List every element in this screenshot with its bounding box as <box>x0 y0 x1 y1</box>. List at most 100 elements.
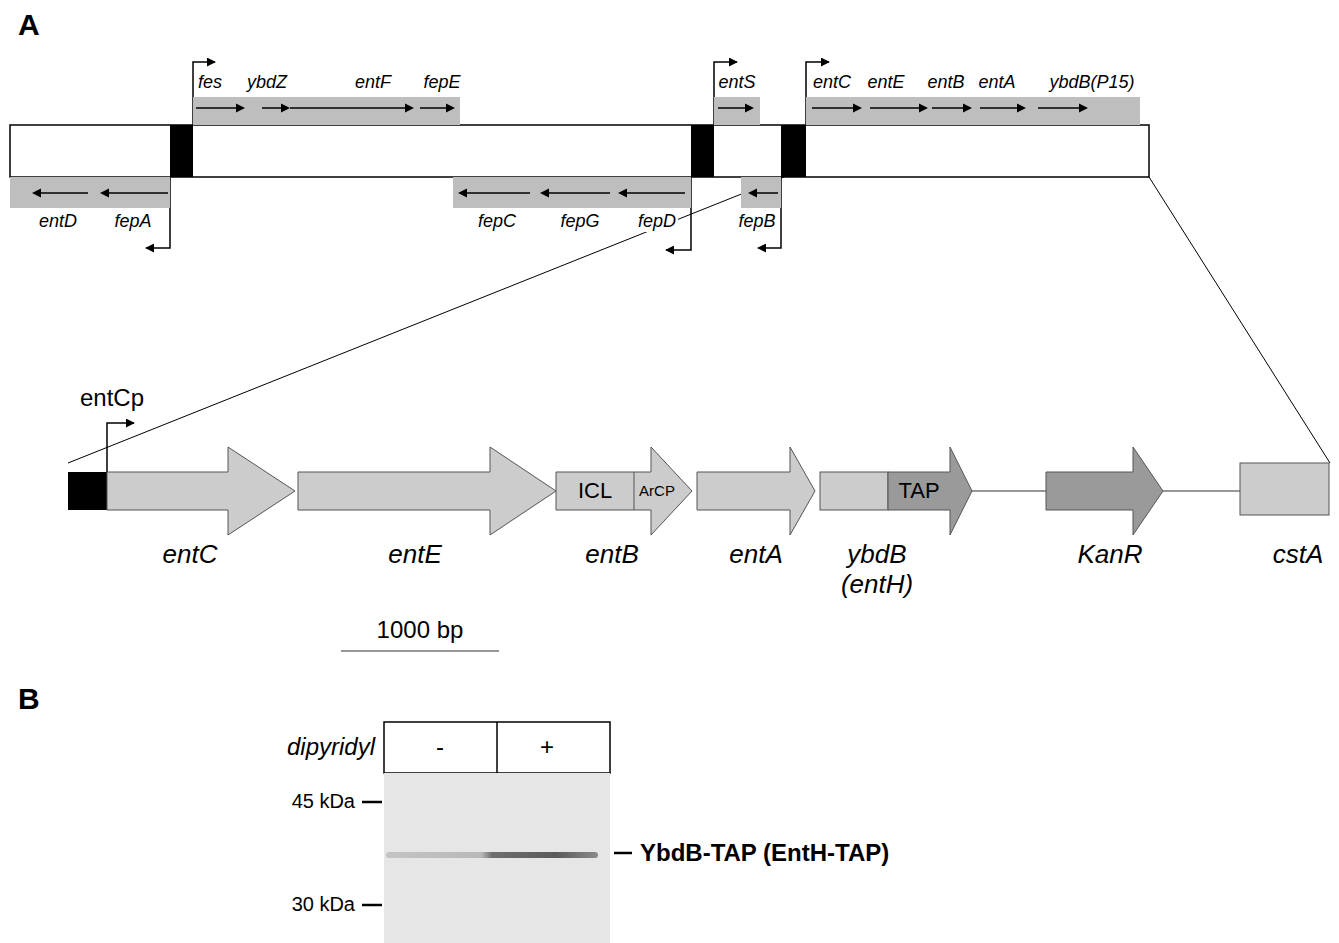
gene-name: entD <box>37 211 79 232</box>
gene-band-fill <box>806 97 1140 125</box>
lane-label: + <box>540 733 554 761</box>
condition-label: dipyridyl <box>287 733 375 761</box>
gene-arrow-shape <box>697 447 815 535</box>
gene-name: fepG <box>558 211 601 232</box>
gene-band: fesybdZentFfepE <box>193 70 468 125</box>
lane-label: - <box>436 733 444 761</box>
gene-direction-head <box>963 104 972 113</box>
gene-direction-line <box>466 192 530 194</box>
tag-label: TAP <box>898 478 939 503</box>
gene-arrow-shape <box>1046 447 1163 535</box>
gene-box: cstA <box>1240 445 1329 580</box>
gene-band: entD fepA <box>10 177 170 235</box>
gene-name: entA <box>729 540 783 570</box>
gene-direction-line <box>420 107 447 109</box>
gene-direction-head <box>100 189 109 198</box>
gene-name: cstA <box>1273 540 1324 570</box>
promoter-box <box>170 125 193 177</box>
gene-direction-line <box>108 192 168 194</box>
gene-direction-head <box>748 189 757 198</box>
protein-band <box>386 852 598 858</box>
gene-direction-head <box>618 189 627 198</box>
gene-direction-head <box>919 104 928 113</box>
band-label: YbdB-TAP (EntH-TAP) <box>640 839 889 867</box>
gene-arrow-shape <box>888 447 972 535</box>
size-marker: 30 kDa <box>292 893 355 916</box>
gene-direction-head <box>236 104 245 113</box>
gene-name: fepD <box>636 211 678 232</box>
gene-name: ybdB (entH) <box>832 540 922 600</box>
gene-arrow: entA <box>697 445 815 580</box>
gene-direction-line <box>718 107 746 109</box>
promoter-label: entCp <box>80 384 144 412</box>
promoter-arrow <box>107 423 134 472</box>
gene-direction-line <box>812 107 854 109</box>
gene-box-shape <box>1240 463 1329 515</box>
gene-arrow-shape <box>556 447 692 535</box>
gene-arrow: ICL ArCP entB <box>556 445 692 580</box>
zoom-line <box>1149 177 1330 463</box>
lane-header <box>384 722 610 773</box>
gene-band: entS <box>710 70 764 125</box>
size-marker: 45 kDa <box>292 790 355 813</box>
gene-direction-line <box>932 107 964 109</box>
gene-band-fill <box>741 177 781 208</box>
gene-name: entE <box>388 540 442 570</box>
gene-band: fepB <box>734 177 784 235</box>
gene-arrow-shape <box>298 447 556 535</box>
band-marker <box>614 852 632 855</box>
gene-direction-head <box>745 104 754 113</box>
promoter-box <box>68 472 107 510</box>
gene-direction-line <box>980 107 1018 109</box>
gene-direction-head <box>1079 104 1088 113</box>
scale-bar <box>341 650 499 651</box>
gene-band: entCentEentBentAybdB(P15) <box>806 70 1146 125</box>
gene-name: fes <box>196 72 224 93</box>
gel-image <box>384 773 610 943</box>
scale-label: 1000 bp <box>377 616 464 644</box>
promoter-box <box>691 125 714 177</box>
gene-name: fepC <box>476 211 518 232</box>
gene-name: ybdZ <box>245 72 289 93</box>
gene-direction-head <box>540 189 549 198</box>
gene-name: fepB <box>736 211 777 232</box>
gene-band-fill <box>453 177 691 208</box>
gene-box-shape <box>820 472 888 510</box>
lane-divider <box>496 722 498 773</box>
gene-direction-line <box>626 192 685 194</box>
domain-label: ArCP <box>639 482 675 499</box>
gene-direction-line <box>290 107 406 109</box>
gene-direction-line <box>756 192 778 194</box>
gene-arrow-shape <box>107 447 295 535</box>
linker-line <box>972 490 1046 491</box>
gene-arrow: entE <box>298 445 556 580</box>
gene-band-fill <box>10 177 170 208</box>
gene-name: entC <box>811 72 853 93</box>
gene-direction-line <box>870 107 920 109</box>
panel-letter: A <box>18 8 40 43</box>
gene-name: entF <box>353 72 393 93</box>
gene-arrow: KanR <box>1046 445 1163 580</box>
gene-direction-head <box>458 189 467 198</box>
gene-band-fill <box>714 97 760 125</box>
domain-label: ICL <box>578 478 612 503</box>
gene-name: ybdB(P15) <box>1047 72 1136 93</box>
zoom-line <box>68 177 784 463</box>
gene-direction-line <box>548 192 610 194</box>
gene-direction-head <box>32 189 41 198</box>
linker-line <box>1163 490 1240 491</box>
gene-direction-head <box>1017 104 1026 113</box>
gene-name: entC <box>163 540 218 570</box>
chromosome-region <box>10 125 1149 177</box>
gene-direction-line <box>196 107 237 109</box>
gene-band: fepC fepG fepD <box>453 177 691 235</box>
domain-divider <box>634 472 635 510</box>
gene-band-fill <box>193 97 460 125</box>
gene-direction-line <box>40 192 88 194</box>
gene-arrow: entC <box>107 445 295 580</box>
gene-name: entE <box>865 72 906 93</box>
size-tick <box>362 801 382 804</box>
gene-name: fepA <box>112 211 153 232</box>
gene-name: entB <box>585 540 639 570</box>
